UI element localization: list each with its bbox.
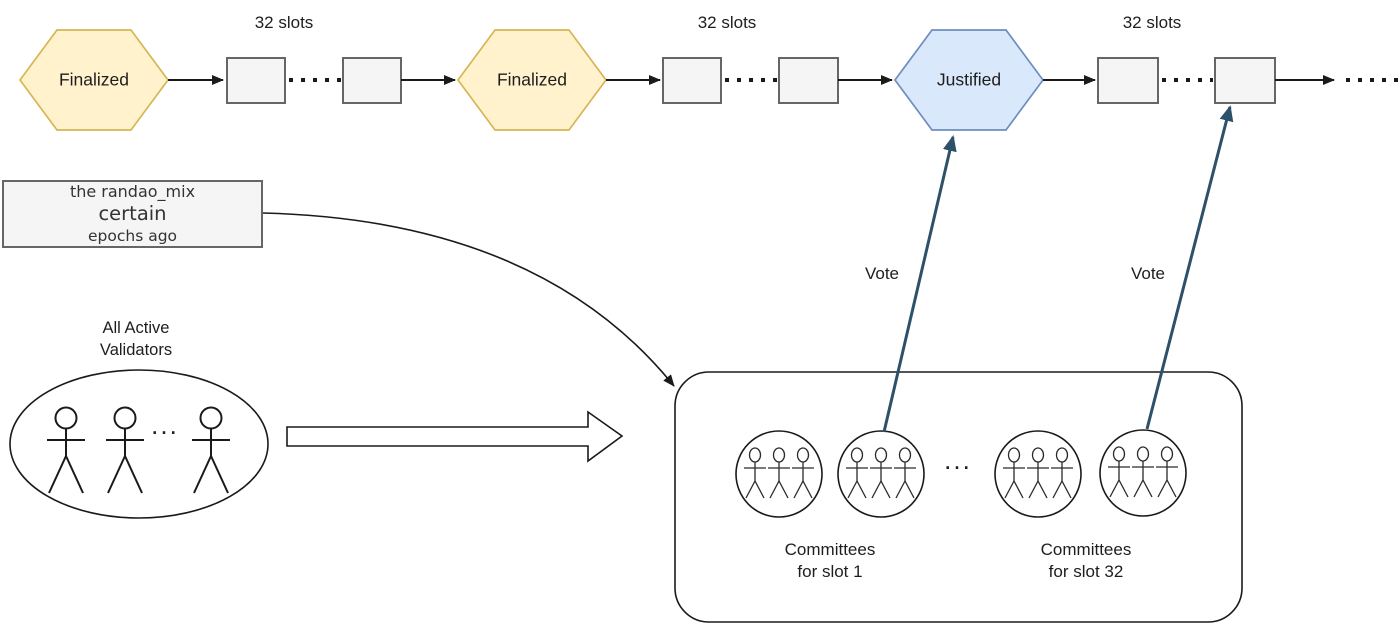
vote-arrow-1 (882, 135, 957, 433)
committees-container (674, 371, 1243, 623)
validators-ellipse (9, 369, 269, 519)
validators-label: All Active Validators (100, 317, 172, 361)
slot-block-2 (342, 57, 402, 104)
justified-epoch-label: Justified (936, 69, 1002, 90)
slots-count-label-1: 32 slots (254, 13, 314, 32)
validators-label-line-1: All Active (102, 319, 170, 337)
slot-block-4 (778, 57, 839, 104)
vote-label-1: Vote (864, 264, 900, 283)
validators-ellipsis: ... (151, 410, 179, 440)
randao-note-line-1: the randao_mix (69, 182, 196, 201)
vote-arrow-2 (1145, 105, 1234, 430)
finalized-epoch-label-2: Finalized (496, 69, 568, 90)
randao-to-committees-arrow (262, 212, 675, 387)
randao-note-box: the randao_mix certain epochs ago (2, 180, 263, 248)
slot-block-3 (662, 57, 722, 104)
committees-slot32-line-2: for slot 32 (1048, 562, 1124, 581)
vote-label-2: Vote (1130, 264, 1166, 283)
committees-ellipsis: ... (944, 445, 972, 475)
slot-block-5 (1097, 57, 1159, 104)
committees-slot1-line-1: Committees (784, 540, 876, 559)
slot-block-1 (226, 57, 286, 104)
slots-count-label-3: 32 slots (1122, 13, 1182, 32)
committees-slot1-line-2: for slot 1 (797, 562, 863, 581)
validators-label-line-2: Validators (99, 341, 173, 359)
committees-slot32-label: Committees for slot 32 (1041, 539, 1132, 583)
committees-slot1-label: Committees for slot 1 (785, 539, 876, 583)
finalized-epoch-label-1: Finalized (58, 69, 130, 90)
randao-note-line-3: epochs ago (87, 227, 178, 245)
slot-block-6 (1214, 57, 1276, 104)
committees-slot32-line-1: Committees (1040, 540, 1132, 559)
big-right-arrow (286, 410, 624, 463)
randao-note-line-2: certain (98, 202, 167, 225)
slots-count-label-2: 32 slots (697, 13, 757, 32)
